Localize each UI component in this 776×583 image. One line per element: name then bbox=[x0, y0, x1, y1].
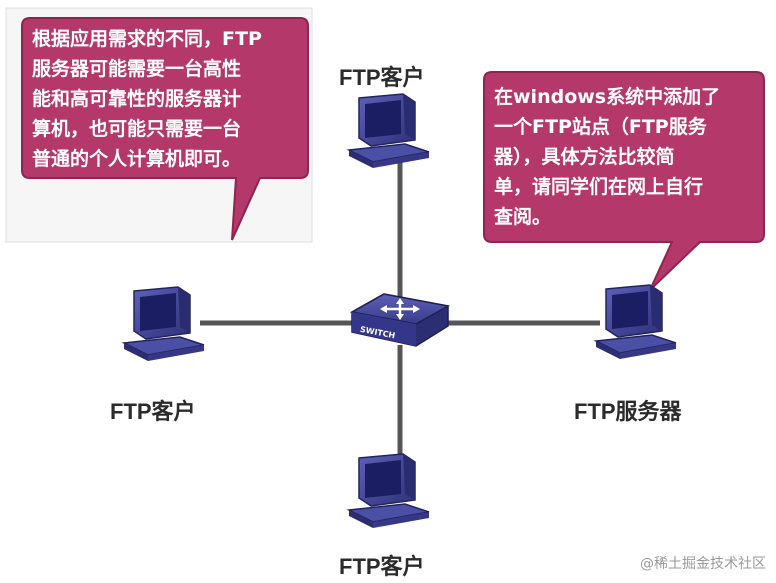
callout-right-line: 查阅。 bbox=[494, 206, 552, 228]
switch-icon: SWITCH bbox=[349, 293, 451, 347]
callout-left-line: 服务器可能需要一台高性 bbox=[32, 58, 242, 80]
callout-right bbox=[483, 71, 765, 291]
computer-icon bbox=[595, 284, 677, 360]
watermark: @稀土掘金技术社区 bbox=[640, 556, 766, 572]
computer-icon bbox=[348, 453, 430, 529]
top-client-label: FTP客户 bbox=[339, 65, 425, 90]
callout-right-line: 器），具体方法比较简 bbox=[494, 146, 675, 168]
callout-right-line: 单，请同学们在网上自行 bbox=[494, 176, 704, 198]
callout-left-line: 算机，也可能只需要一台 bbox=[32, 118, 242, 140]
computer-icon bbox=[123, 286, 205, 362]
callout-left-line: 根据应用需求的不同，FTP bbox=[32, 28, 262, 50]
callout-left-line: 能和高可靠性的服务器计 bbox=[32, 88, 242, 110]
callout-left-text: 根据应用需求的不同，FTP 服务器可能需要一台高性 能和高可靠性的服务器计 算机… bbox=[32, 24, 262, 174]
server-label: FTP服务器 bbox=[574, 399, 682, 424]
left-client-label: FTP客户 bbox=[110, 399, 196, 424]
callout-left bbox=[5, 7, 313, 243]
bottom-client-label: FTP客户 bbox=[339, 554, 425, 579]
callout-right-text: 在windows系统中添加了 一个FTP站点（FTP服务 器），具体方法比较简 … bbox=[494, 82, 720, 232]
computer-icon bbox=[348, 93, 430, 169]
callout-right-line: 一个FTP站点（FTP服务 bbox=[494, 116, 707, 138]
callout-left-line: 普通的个人计算机即可。 bbox=[32, 148, 242, 170]
callout-right-line: 在windows系统中添加了 bbox=[494, 86, 721, 108]
